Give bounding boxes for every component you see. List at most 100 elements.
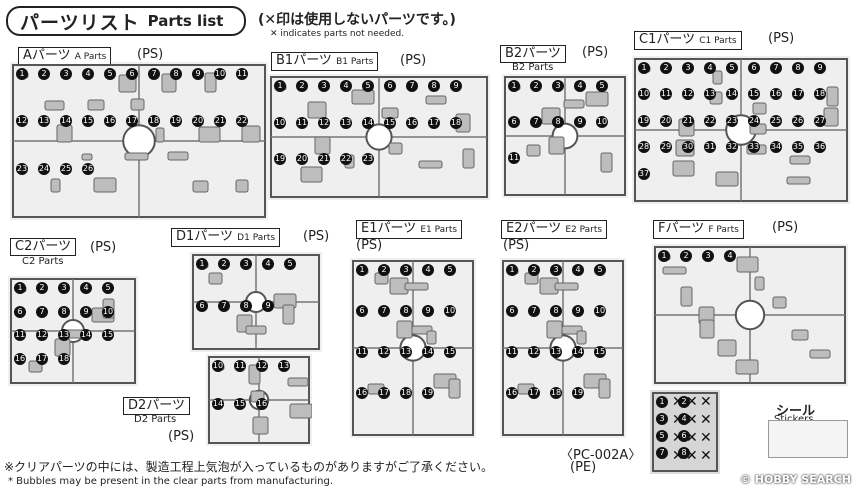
part-number-e2: 16 xyxy=(506,387,518,399)
part-number-e1: 2 xyxy=(378,264,390,276)
part-shape xyxy=(736,256,759,273)
part-number-e2: 10 xyxy=(594,305,606,317)
part-shape xyxy=(786,176,811,185)
label-f: Fパーツ F Parts xyxy=(653,220,744,239)
part-number-e2: 9 xyxy=(572,305,584,317)
part-number-c1: 16 xyxy=(770,88,782,101)
part-shape xyxy=(699,319,715,339)
part-shape xyxy=(598,378,611,399)
part-number-b2: 11 xyxy=(508,152,520,164)
part-number-c2: 8 xyxy=(58,305,70,318)
part-number-e1: 3 xyxy=(400,264,412,276)
part-number-e2: 13 xyxy=(550,346,562,358)
part-number-a: 5 xyxy=(104,68,116,80)
part-shape xyxy=(198,126,221,143)
unused-parts-note-en: ✕ indicates parts not needed. xyxy=(270,29,405,39)
part-number-b1: 16 xyxy=(406,116,418,129)
part-number-e1: 17 xyxy=(378,387,390,399)
part-number-b1: 19 xyxy=(274,153,286,166)
part-number-e2: 1 xyxy=(506,264,518,276)
part-number-a: 8 xyxy=(170,68,182,80)
part-number-c2: 5 xyxy=(102,282,114,294)
part-shape xyxy=(388,142,403,155)
part-number-c1: 26 xyxy=(792,114,804,127)
part-shape xyxy=(81,153,93,161)
not-needed-mark: ✕ xyxy=(700,394,712,410)
part-number-pe: 3 xyxy=(656,413,668,425)
not-needed-mark: ✕ xyxy=(672,430,684,446)
ps-c1: (PS) xyxy=(768,31,795,46)
part-number-pe: 1 xyxy=(656,396,668,408)
label-d1: D1パーツ D1 Parts xyxy=(171,228,281,247)
part-number-b1: 8 xyxy=(428,80,440,92)
part-number-a: 7 xyxy=(148,68,160,80)
part-number-a: 23 xyxy=(16,162,28,175)
part-number-a: 4 xyxy=(82,68,94,80)
part-number-a: 14 xyxy=(60,115,72,128)
part-number-e1: 14 xyxy=(422,346,434,358)
part-number-e1: 11 xyxy=(356,346,368,358)
part-number-b1: 15 xyxy=(384,116,396,129)
part-number-a: 19 xyxy=(170,115,182,128)
part-number-a: 15 xyxy=(82,115,94,128)
part-shape xyxy=(351,89,375,105)
part-number-b2: 8 xyxy=(552,116,564,128)
part-number-e2: 14 xyxy=(572,346,584,358)
part-number-b2: 9 xyxy=(574,116,586,128)
part-number-d2: 12 xyxy=(256,360,268,372)
part-shape xyxy=(715,171,739,187)
runner-frame-b1 xyxy=(270,76,488,198)
part-number-e1: 1 xyxy=(356,264,368,276)
ps-d2: (PS) xyxy=(168,429,195,444)
part-number-c1: 29 xyxy=(660,141,672,154)
part-number-b1: 3 xyxy=(318,80,330,92)
part-number-b2: 6 xyxy=(508,116,520,128)
part-number-d1: 5 xyxy=(284,258,296,270)
label-c2: C2パーツ xyxy=(10,238,77,256)
part-number-b1: 6 xyxy=(384,80,396,92)
part-number-c2: 12 xyxy=(36,329,48,341)
part-number-e2: 6 xyxy=(506,305,518,317)
part-number-e2: 3 xyxy=(550,264,562,276)
part-number-pe: 2 xyxy=(678,396,690,408)
part-number-c2: 9 xyxy=(80,305,92,318)
part-number-d1: 3 xyxy=(240,258,252,270)
part-number-a: 2 xyxy=(38,68,50,80)
part-number-b1: 11 xyxy=(296,116,308,129)
part-number-c2: 11 xyxy=(14,329,26,341)
label-e1: E1パーツ E1 Parts xyxy=(356,220,463,239)
part-shape xyxy=(826,86,839,107)
part-shape xyxy=(548,136,565,155)
parts-list-title: パーツリスト Parts list xyxy=(6,6,246,36)
part-number-c1: 25 xyxy=(770,114,782,127)
part-number-a: 1 xyxy=(16,68,28,80)
ps-c2: (PS) xyxy=(90,240,117,255)
part-shape xyxy=(208,272,223,285)
part-number-a: 10 xyxy=(214,68,226,80)
part-number-c2: 13 xyxy=(58,329,70,341)
part-number-d2: 14 xyxy=(212,398,224,410)
not-needed-mark: ✕ xyxy=(672,394,684,410)
part-number-f: 4 xyxy=(724,250,736,262)
part-shape xyxy=(554,282,579,291)
part-number-c2: 7 xyxy=(36,305,48,318)
part-number-c1: 8 xyxy=(792,62,804,74)
part-number-d1: 6 xyxy=(196,300,208,312)
part-shape xyxy=(87,99,105,111)
ps-e1: (PS) xyxy=(356,238,383,253)
part-number-b1: 5 xyxy=(362,80,374,92)
part-number-d2: 16 xyxy=(256,398,268,410)
title-en: Parts list xyxy=(147,12,224,30)
footer-note-en: * Bubbles may be present in the clear pa… xyxy=(8,476,334,487)
part-number-b1: 2 xyxy=(296,80,308,92)
part-number-c2: 4 xyxy=(80,282,92,294)
not-needed-mark: ✕ xyxy=(700,448,712,464)
part-number-a: 9 xyxy=(192,68,204,80)
part-number-c1: 27 xyxy=(814,114,826,127)
part-number-pe: 4 xyxy=(678,413,690,425)
part-number-a: 17 xyxy=(126,115,138,128)
part-number-a: 6 xyxy=(126,68,138,80)
part-number-pe: 8 xyxy=(678,447,690,459)
stickers-en: Stickers xyxy=(774,414,813,425)
part-shape xyxy=(662,266,687,275)
